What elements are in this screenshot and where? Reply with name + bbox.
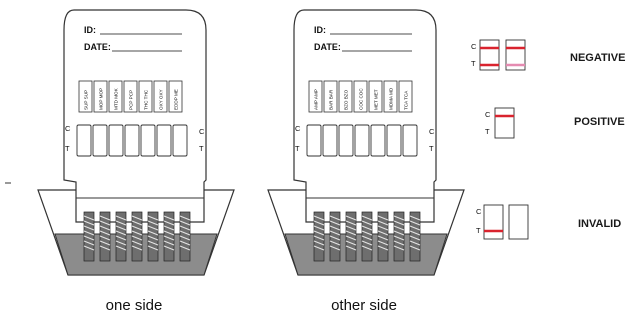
result-window [156, 124, 172, 157]
t-marker-right: T [199, 144, 204, 153]
cup-caption: one side [106, 297, 163, 314]
t-marker-right: T [429, 144, 434, 153]
c-marker-right: C [429, 127, 435, 136]
result-window [402, 124, 418, 157]
strip-label-text: SUP SUP [84, 90, 89, 110]
sample-pad [163, 211, 175, 262]
sample-pad [409, 211, 421, 262]
sample-pad [99, 211, 111, 262]
result-window [322, 124, 338, 157]
result-window [508, 204, 529, 240]
result-window [172, 124, 188, 157]
result-window [92, 124, 108, 157]
sample-pad [361, 211, 373, 262]
c-marker-left: C [65, 124, 71, 133]
strip-label-text: EDDP ME [174, 89, 179, 110]
sample-pad [179, 211, 191, 262]
strip-label-text: MTD MOK [114, 87, 119, 110]
strip-label-text: COC COC [359, 88, 364, 110]
result-window [124, 124, 140, 157]
sample-pad [131, 211, 143, 262]
strip-label-box: TCA TCA [398, 80, 413, 113]
strip-label-box: MDMA MD [383, 80, 398, 113]
c-marker: C [476, 207, 482, 216]
legend-invalid: C T INVALID [476, 204, 621, 240]
strip-label-box: BZO BZO [338, 80, 353, 113]
t-marker: T [485, 127, 490, 136]
strip-labels: SUP SUP MOP MOP MTD MOK PCP PCP THC THC … [78, 80, 183, 113]
test-card [293, 9, 437, 223]
t-marker: T [476, 226, 481, 235]
c-marker: C [485, 110, 491, 119]
sample-pad [313, 211, 325, 262]
result-windows [306, 124, 418, 157]
result-window [386, 124, 402, 157]
result-window [108, 124, 124, 157]
test-cup-other-side: ID: DATE: C T C T AMP AMP BAR BAR BZO BZ… [267, 9, 465, 314]
strip-label-box: MET MET [368, 80, 383, 113]
sample-pad [393, 211, 405, 262]
result-window [354, 124, 370, 157]
id-label: ID: [84, 25, 96, 35]
result-window [483, 204, 504, 240]
sample-pad [115, 211, 127, 262]
strip-label-box: COC COC [353, 80, 368, 113]
t-marker-left: T [295, 144, 300, 153]
strip-label-box: MOP MOP [93, 80, 108, 113]
strip-label-box: PCP PCP [123, 80, 138, 113]
strip-label-text: BZO BZO [344, 89, 349, 110]
sample-pads [313, 211, 421, 262]
legend-label-invalid: INVALID [578, 218, 621, 230]
sample-pad [83, 211, 95, 262]
strip-label-box: AMP AMP [308, 80, 323, 113]
result-legend: C T NEGATIVE C T POSITIVE C T INVALID [471, 39, 625, 240]
result-window [494, 107, 515, 139]
legend-label-positive: POSITIVE [574, 116, 625, 128]
result-window [338, 124, 354, 157]
result-window [76, 124, 92, 157]
result-windows [76, 124, 188, 157]
strip-label-text: PCP PCP [129, 90, 134, 110]
legend-label-negative: NEGATIVE [570, 52, 625, 64]
c-marker-left: C [295, 124, 301, 133]
strip-label-box: SUP SUP [78, 80, 93, 113]
test-card [63, 9, 207, 223]
test-cup-one-side: ID: DATE: C T C T SUP SUP MOP MOP MTD MO… [37, 9, 235, 314]
strip-label-text: TCA TCA [404, 90, 409, 110]
id-label: ID: [314, 25, 326, 35]
legend-positive: C T POSITIVE [485, 107, 625, 139]
strip-label-box: MTD MOK [108, 80, 123, 113]
sample-pad [329, 211, 341, 262]
cup-caption: other side [331, 297, 397, 314]
sample-pad [147, 211, 159, 262]
strip-label-box: THC THC [138, 80, 153, 113]
strip-label-text: MDMA MD [389, 87, 394, 110]
legend-negative: C T NEGATIVE [471, 39, 625, 71]
result-window [140, 124, 156, 157]
result-window [370, 124, 386, 157]
sample-pad [377, 211, 389, 262]
strip-label-text: MET MET [374, 89, 379, 110]
date-label: DATE: [314, 42, 341, 52]
strip-label-text: AMP AMP [314, 89, 319, 110]
strip-label-text: OXY OXY [159, 89, 164, 110]
strip-label-box: EDDP ME [168, 80, 183, 113]
strip-label-text: BAR BAR [329, 89, 334, 110]
result-window [306, 124, 322, 157]
c-marker: C [471, 42, 477, 51]
strip-label-text: THC THC [144, 89, 149, 110]
t-marker-left: T [65, 144, 70, 153]
date-label: DATE: [84, 42, 111, 52]
strip-label-box: BAR BAR [323, 80, 338, 113]
c-marker-right: C [199, 127, 205, 136]
sample-pads [83, 211, 191, 262]
t-marker: T [471, 59, 476, 68]
strip-label-text: MOP MOP [99, 88, 104, 110]
sample-pad [345, 211, 357, 262]
strip-labels: AMP AMP BAR BAR BZO BZO COC COC MET MET … [308, 80, 413, 113]
strip-label-box: OXY OXY [153, 80, 168, 113]
